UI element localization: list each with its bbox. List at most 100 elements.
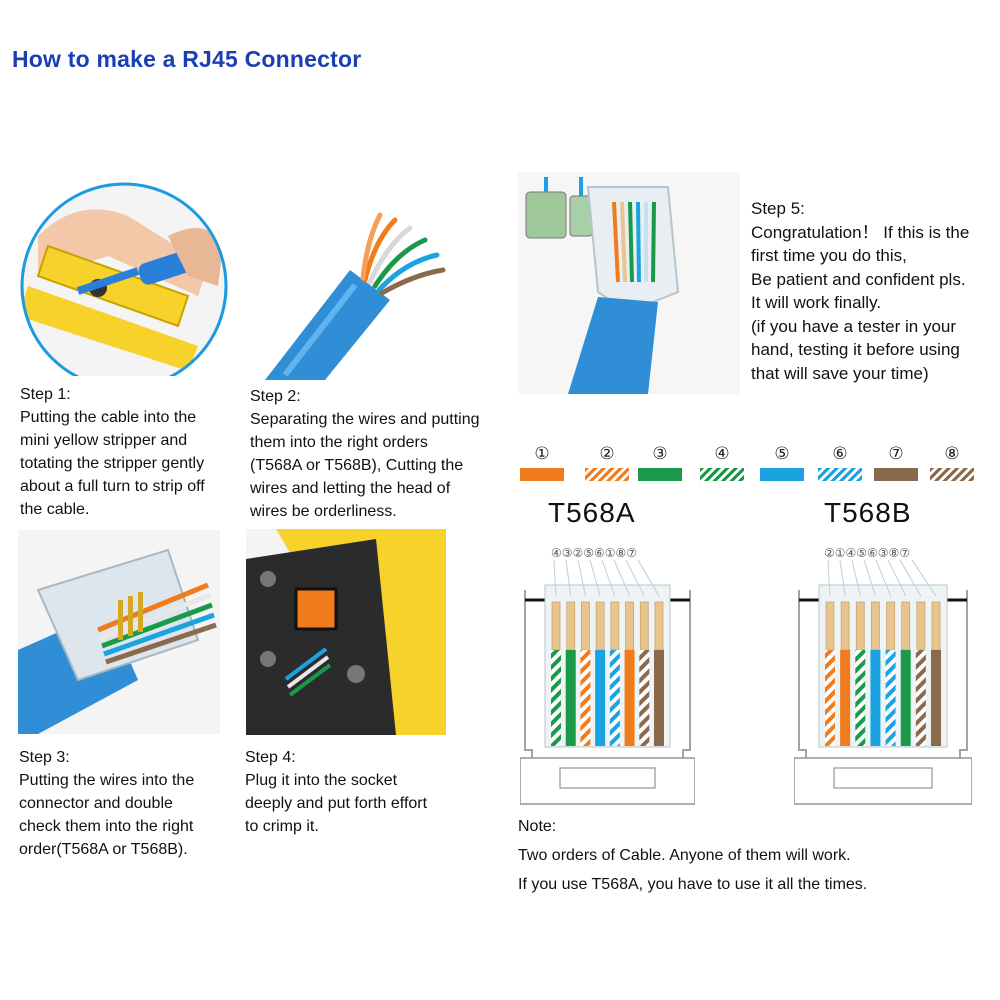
step1-line: totating the stripper gently (20, 455, 205, 472)
step3-line: check them into the right (19, 818, 194, 835)
legend-swatch (874, 468, 918, 481)
step3-line: order(T568A or T568B). (19, 841, 188, 858)
pin-contact (551, 601, 561, 651)
pin-leader-line (613, 560, 631, 597)
pin-leader-line (577, 560, 586, 597)
legend-number: ⑦ (888, 444, 904, 463)
connector-tester-illustration (525, 177, 680, 394)
step1-line: Putting the cable into the (20, 409, 197, 426)
step5-line: hand, testing it before using (751, 340, 960, 359)
step5-line: (if you have a tester in your (751, 316, 957, 336)
pin-contact (610, 601, 620, 651)
step5-line: Congratulation！ If this is the (751, 222, 970, 242)
step2-line: them into the right orders (250, 434, 428, 451)
wire-solid (624, 650, 635, 746)
pin-contact (855, 601, 865, 651)
step3-photo (18, 530, 220, 734)
legend-item-1: ① (517, 444, 567, 481)
step5-line: first time you do this, (751, 246, 907, 265)
wire-striped (855, 650, 866, 746)
legend-item-4: ④ (697, 444, 747, 481)
legend-number: ⑧ (944, 444, 960, 463)
t568a-connector-diagram (520, 560, 695, 805)
pin-leader-line (863, 560, 876, 597)
step1-caption: Step 1: Putting the cable into the mini … (20, 383, 205, 521)
pin-contact (871, 601, 880, 651)
step5-line: Be patient and confident pls. (751, 269, 966, 289)
t568a-label: T568A (548, 497, 636, 528)
pin-contact (566, 601, 576, 651)
step4-caption: Step 4: Plug it into the socket deeply a… (245, 746, 427, 838)
step1-line: mini yellow stripper and (20, 432, 188, 449)
step5-photo (518, 172, 740, 394)
pin-leader-line (601, 560, 616, 597)
wire-striped (551, 650, 561, 746)
pin-leader-line (827, 560, 831, 597)
step4-heading: Step 4: (245, 749, 296, 766)
pin-leader-line (637, 560, 660, 597)
legend-swatch (638, 468, 682, 481)
t568b-label: T568B (824, 497, 912, 528)
note-line: Two orders of Cable. Anyone of them will… (518, 847, 851, 864)
step5-line: that will save your time) (751, 363, 929, 383)
pin-leader-line (875, 560, 892, 597)
pin-leader-line (589, 560, 601, 597)
step2-line: Separating the wires and putting (250, 411, 480, 428)
legend-item-3: ③ (635, 444, 685, 481)
step2-photo (255, 200, 460, 380)
note-line: If you use T568A, you have to use it all… (518, 876, 868, 893)
legend-item-5: ⑤ (757, 444, 807, 481)
step5-caption: Step 5: Congratulation！ If this is the f… (751, 197, 969, 385)
step2-caption: Step 2: Separating the wires and putting… (250, 385, 479, 523)
step4-line: to crimp it. (245, 818, 319, 835)
legend-number: ⑥ (832, 444, 848, 463)
legend-item-8: ⑧ (927, 444, 977, 481)
step2-heading: Step 2: (250, 388, 301, 405)
pin-leader-line (899, 560, 922, 597)
stripper-illustration (20, 182, 228, 376)
legend-number: ⑤ (774, 444, 790, 463)
pin-leader-line (839, 560, 846, 597)
wire-striped (639, 650, 650, 746)
t568a-pin-order: ④③②⑤⑥①⑧⑦ (551, 546, 638, 560)
pin-contact (931, 601, 941, 651)
wire-solid (870, 650, 881, 746)
step2-line: wires be orderliness. (250, 503, 397, 520)
pin-leader-line (911, 560, 937, 597)
legend-swatch (760, 468, 804, 481)
wire-solid (595, 650, 606, 746)
note-block: Note: Two orders of Cable. Anyone of the… (518, 812, 867, 899)
wire-solid (654, 650, 664, 746)
legend-swatch (818, 468, 862, 481)
wire-solid (565, 650, 576, 746)
pin-leader-line (565, 560, 572, 597)
legend-swatch (700, 468, 744, 481)
wire-striped (825, 650, 835, 746)
legend-item-7: ⑦ (871, 444, 921, 481)
step4-photo (246, 529, 446, 735)
connector-latch-slot (559, 767, 656, 789)
step2-line: (T568A or T568B), Cutting the (250, 457, 464, 474)
legend-item-2: ② (582, 444, 632, 481)
wire-striped (609, 650, 620, 746)
pin-leader-line (553, 560, 557, 597)
wire-striped (885, 650, 896, 746)
pin-contact (639, 601, 649, 651)
wire-solid (931, 650, 941, 746)
pin-leader-line (887, 560, 907, 597)
legend-swatch (585, 468, 629, 481)
step5-heading: Step 5: (751, 199, 805, 218)
step2-line: wires and letting the head of (250, 480, 451, 497)
page-title: How to make a RJ45 Connector (12, 46, 362, 72)
wire-solid (840, 650, 851, 746)
wire-solid (900, 650, 911, 746)
step3-line: Putting the wires into the (19, 772, 195, 789)
legend-swatch (930, 468, 974, 481)
pin-contact (625, 601, 634, 651)
pin-contact (840, 601, 850, 651)
legend-number: ③ (652, 444, 668, 463)
legend-number: ④ (714, 444, 730, 463)
step5-line: It will work finally. (751, 293, 882, 312)
pin-contact (581, 601, 590, 651)
wire-striped (915, 650, 926, 746)
